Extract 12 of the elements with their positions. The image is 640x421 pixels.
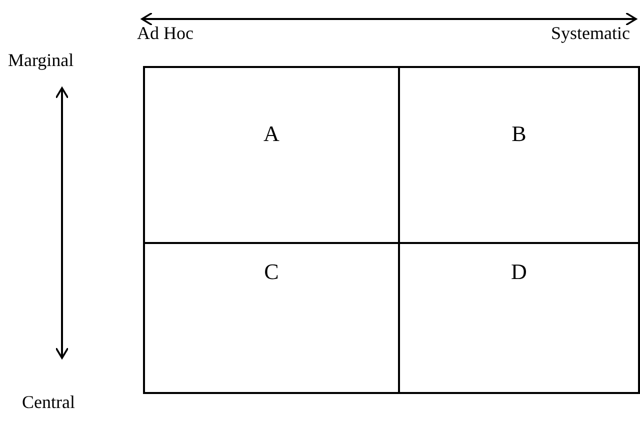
matrix-cell xyxy=(143,242,400,394)
cell-letter: B xyxy=(512,123,526,145)
matrix-cell xyxy=(398,242,640,394)
matrix-cell xyxy=(143,66,400,244)
axis-label: Marginal xyxy=(8,49,74,72)
cell-letter: C xyxy=(264,261,279,283)
cell-letter: A xyxy=(264,123,280,145)
cell-letter: D xyxy=(511,261,527,283)
axis-label: Systematic xyxy=(550,22,630,44)
matrix-cell xyxy=(398,66,640,244)
axis-label: Ad Hoc xyxy=(137,22,194,44)
axis-label: Central xyxy=(22,391,75,414)
